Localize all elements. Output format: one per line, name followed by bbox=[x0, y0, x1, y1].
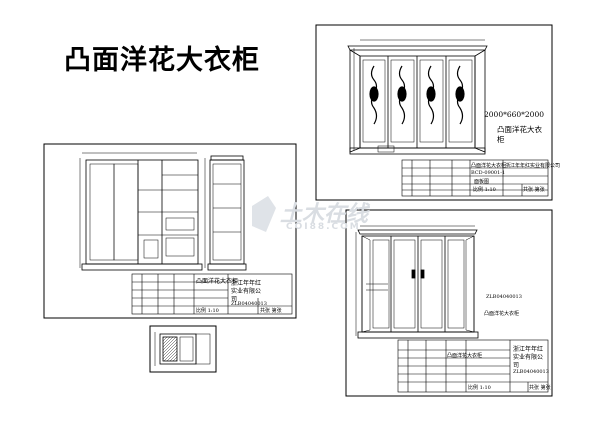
title-block-left bbox=[131, 273, 293, 315]
title-block-company-1: 浙江年年红 bbox=[231, 280, 262, 287]
title-block-company-2: 实业有限公 bbox=[231, 288, 262, 295]
product-name-label: 凸面洋花大衣柜 bbox=[484, 311, 520, 317]
title-block-top-right bbox=[401, 159, 549, 197]
detail-plan-small bbox=[149, 325, 217, 373]
title-block-sheet-count: 共张 第张 bbox=[523, 187, 545, 193]
title-block-scale: 比例 1:10 bbox=[468, 385, 491, 391]
front-elevation-bottom bbox=[355, 225, 479, 339]
title-block-scale: 比例 1:10 bbox=[473, 187, 496, 193]
title-block-drawing-no: ZLB04040013 bbox=[231, 301, 267, 307]
title-block-sheet-label: 面板图 bbox=[474, 179, 490, 185]
front-elevation-ornamented bbox=[347, 39, 488, 155]
product-name-label: 凸面洋花大衣 bbox=[497, 125, 542, 134]
sheet-top-right bbox=[315, 24, 553, 201]
dimension-label: ZLB04040013 bbox=[486, 294, 522, 300]
product-name-label-cont: 柜 bbox=[497, 135, 505, 144]
front-elevation-open bbox=[79, 152, 203, 271]
title-block-product-name: 凸面洋花大衣柜 bbox=[196, 278, 239, 285]
sheet-left bbox=[43, 143, 297, 319]
sheet-bottom-right bbox=[345, 209, 553, 397]
title-block-drawing-no: BCD-09001-1 bbox=[471, 170, 506, 176]
side-section-view bbox=[204, 155, 247, 271]
title-block-company: 浙江年年红实业有限公司 bbox=[505, 163, 561, 169]
watermark-text: 土木在线 bbox=[280, 202, 369, 227]
title-block-scale: 比例 1:10 bbox=[196, 308, 219, 314]
title-block-product-name: 凸面洋花大衣柜 bbox=[447, 353, 483, 359]
page-title: 凸面洋花大衣柜 bbox=[64, 45, 260, 76]
title-block-bottom-right bbox=[397, 339, 549, 393]
dimension-label: 2000*660*2000 bbox=[484, 110, 544, 119]
title-block-drawing-no: ZLB04040013 bbox=[513, 369, 549, 375]
title-block-company-1: 浙江年年红 bbox=[513, 346, 544, 353]
title-block-product-code: 凸面洋花大衣柜 bbox=[471, 163, 507, 169]
title-block-sheet-count: 共张 第张 bbox=[260, 308, 282, 314]
watermark-subtext: COI88.COM bbox=[286, 222, 361, 232]
title-block-sheet-count: 共张 第张 bbox=[529, 385, 551, 391]
title-block-company-3: 司 bbox=[513, 362, 520, 369]
watermark-logo-icon bbox=[252, 196, 276, 232]
title-block-company-3: 司 bbox=[231, 296, 238, 303]
title-block-company-2: 实业有限公 bbox=[513, 354, 544, 361]
